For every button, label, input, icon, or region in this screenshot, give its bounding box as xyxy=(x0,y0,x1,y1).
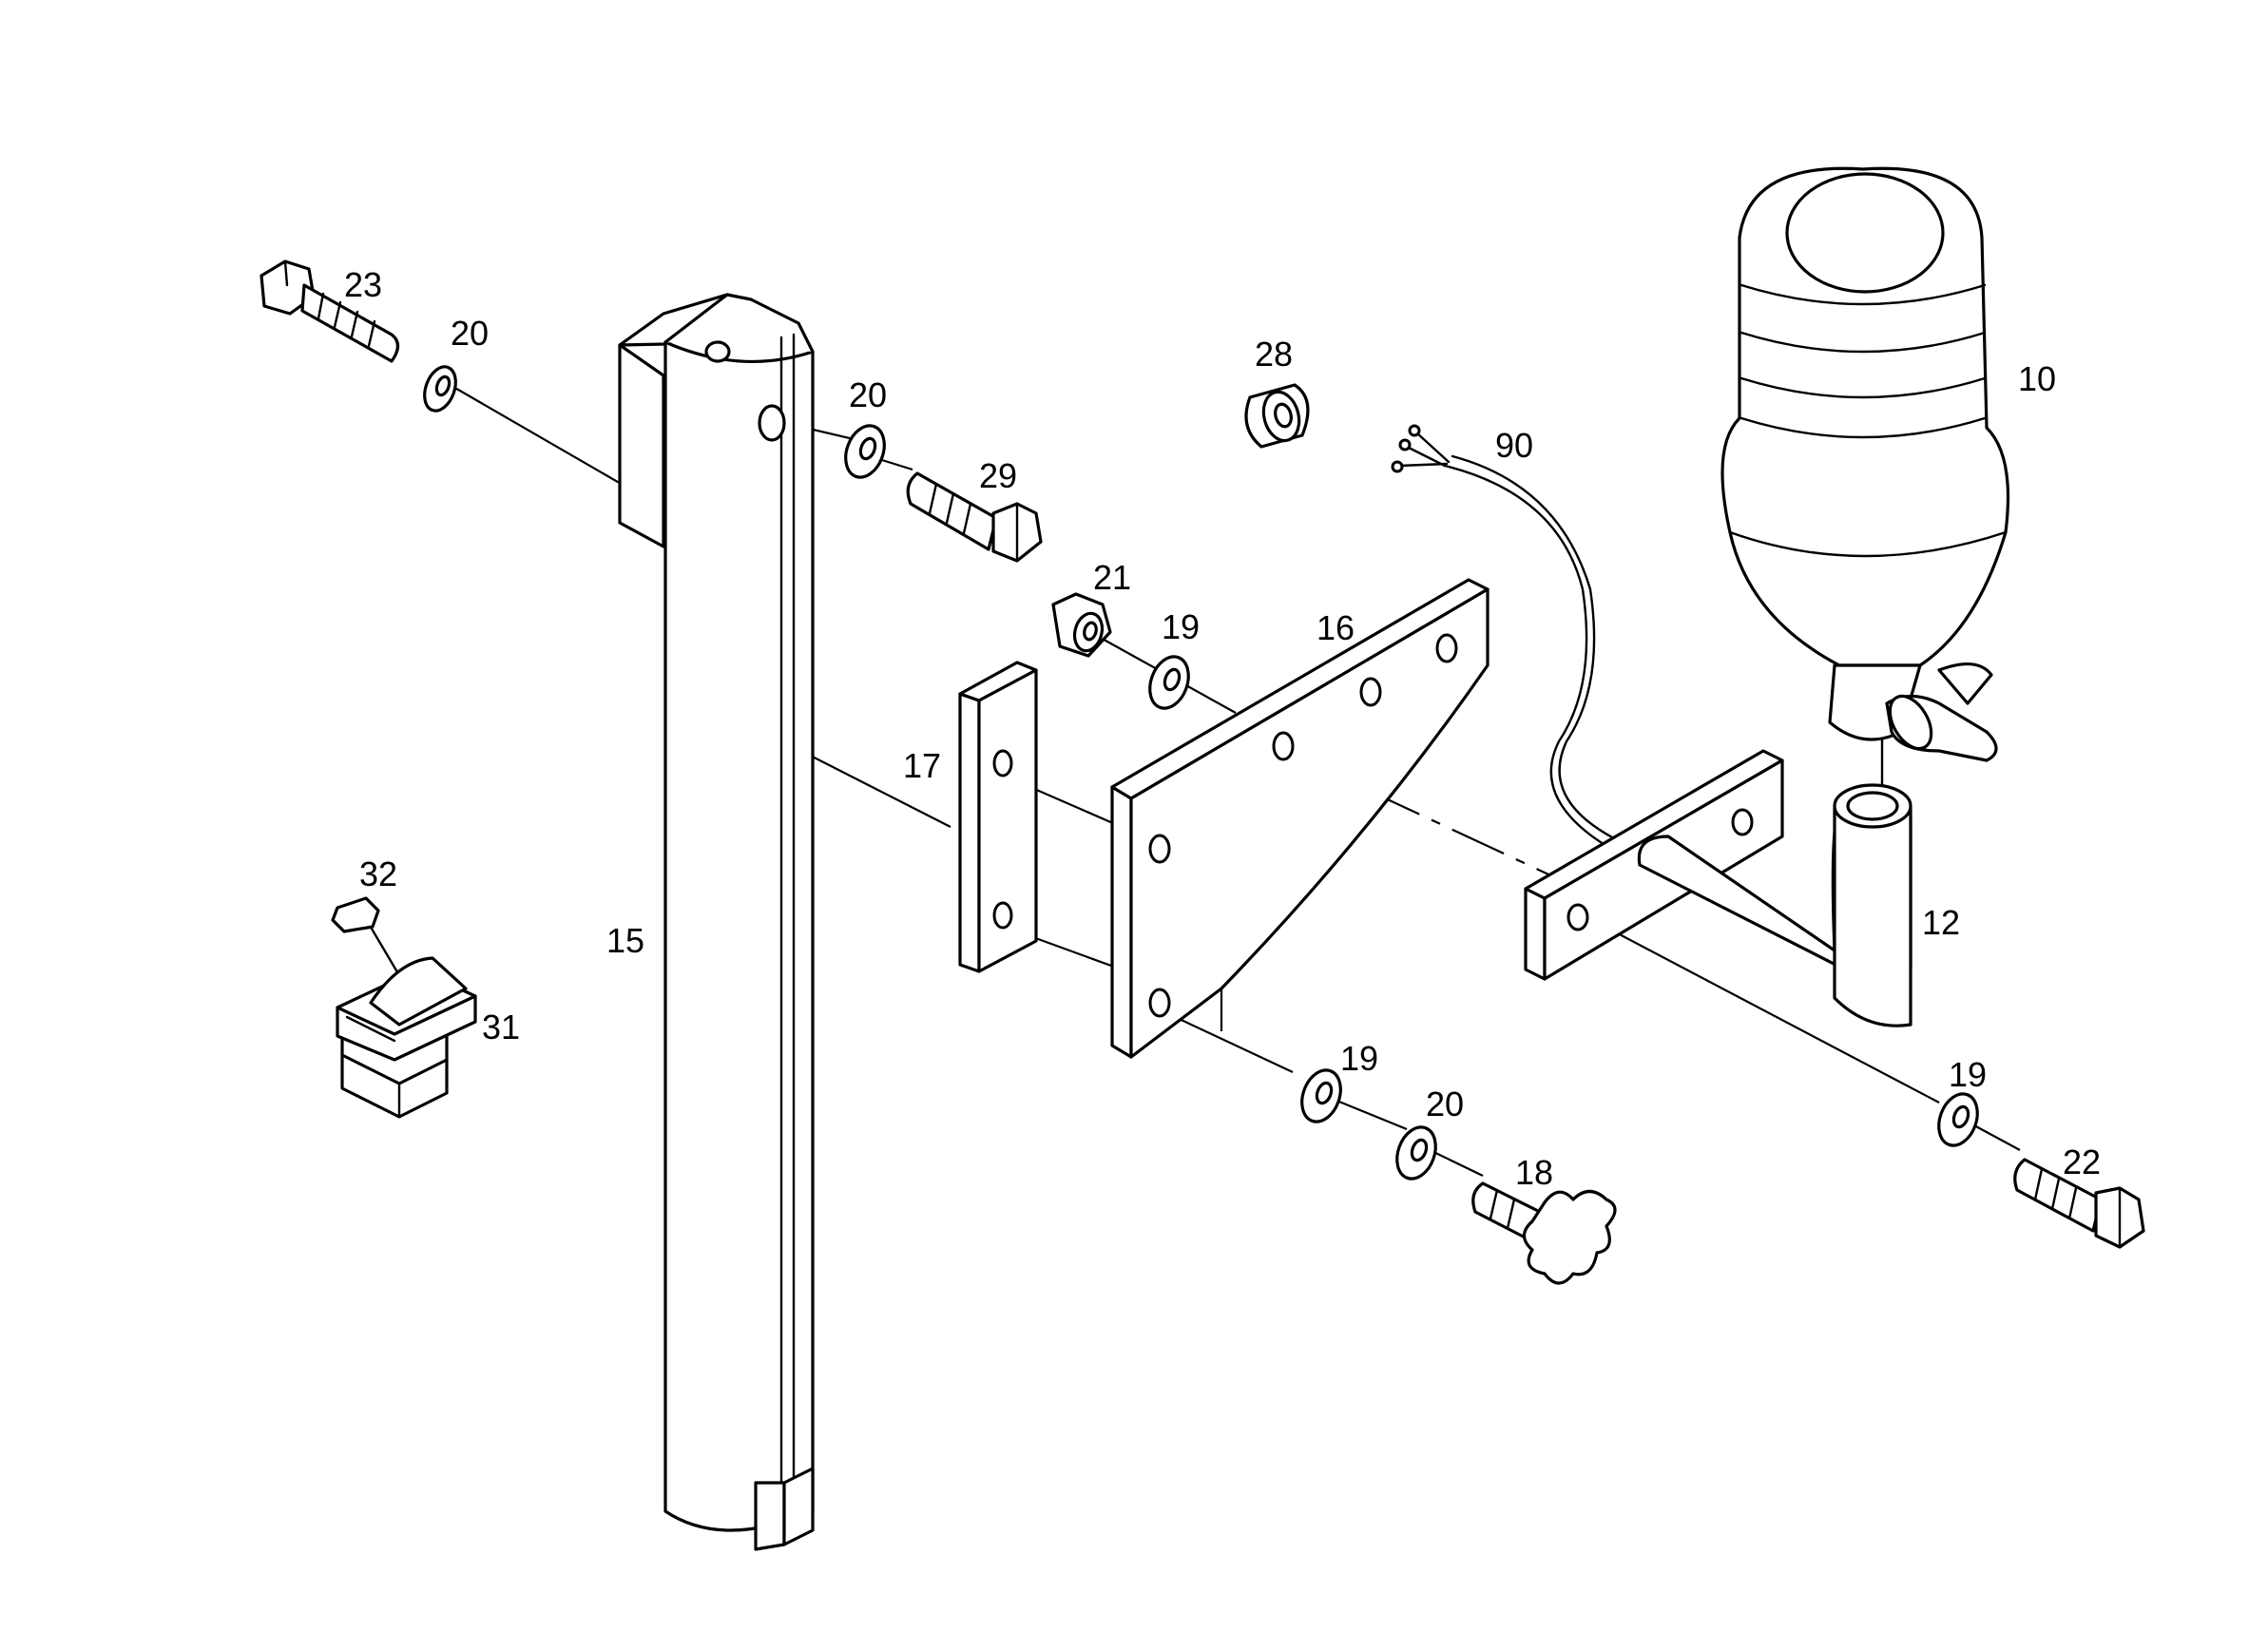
callout-29: 29 xyxy=(979,456,1017,495)
washer-20-left xyxy=(423,365,457,413)
bolt-29 xyxy=(906,471,1043,563)
cable-90 xyxy=(1391,424,1616,848)
callout-19: 19 xyxy=(1949,1055,1987,1094)
washer-19-lower xyxy=(1300,1068,1342,1123)
callout-15: 15 xyxy=(606,921,644,960)
callout-12: 12 xyxy=(1922,903,1960,942)
callout-28: 28 xyxy=(1255,335,1293,374)
bolt-23 xyxy=(259,259,400,363)
callout-16: 16 xyxy=(1317,608,1355,647)
washer-20-upper xyxy=(844,424,886,479)
grommet-28 xyxy=(1244,383,1310,449)
washer-19-upper xyxy=(1148,655,1190,710)
lamp-arm-12 xyxy=(1524,749,1912,1027)
callout-90: 90 xyxy=(1495,426,1533,465)
callout-19: 19 xyxy=(1340,1039,1378,1078)
bolt-22 xyxy=(2013,1158,2145,1249)
washer-19-right xyxy=(1937,1092,1979,1147)
callout-20: 20 xyxy=(849,375,887,414)
callout-20: 20 xyxy=(451,314,489,353)
switch-cap-32 xyxy=(331,896,380,933)
bracket-plate-16 xyxy=(1110,578,1490,1059)
callout-21: 21 xyxy=(1093,558,1131,597)
beacon-10 xyxy=(1720,166,2010,762)
rocker-switch-31 xyxy=(336,956,477,1119)
callout-labels: 23 20 20 29 28 90 10 21 19 16 17 15 32 3… xyxy=(344,265,2101,1192)
callout-17: 17 xyxy=(903,746,941,785)
callout-23: 23 xyxy=(344,265,382,304)
washer-20-lower xyxy=(1395,1125,1437,1181)
callout-19: 19 xyxy=(1162,607,1200,646)
callout-32: 32 xyxy=(359,854,397,893)
column-15 xyxy=(618,293,815,1551)
callout-22: 22 xyxy=(2063,1142,2101,1181)
clamp-plate-17 xyxy=(958,661,1038,973)
callout-18: 18 xyxy=(1515,1153,1553,1192)
callout-10: 10 xyxy=(2018,359,2056,398)
callout-31: 31 xyxy=(482,1008,520,1046)
star-knob-18 xyxy=(1471,1181,1617,1285)
nut-21 xyxy=(1051,592,1112,658)
callout-20: 20 xyxy=(1426,1085,1464,1123)
